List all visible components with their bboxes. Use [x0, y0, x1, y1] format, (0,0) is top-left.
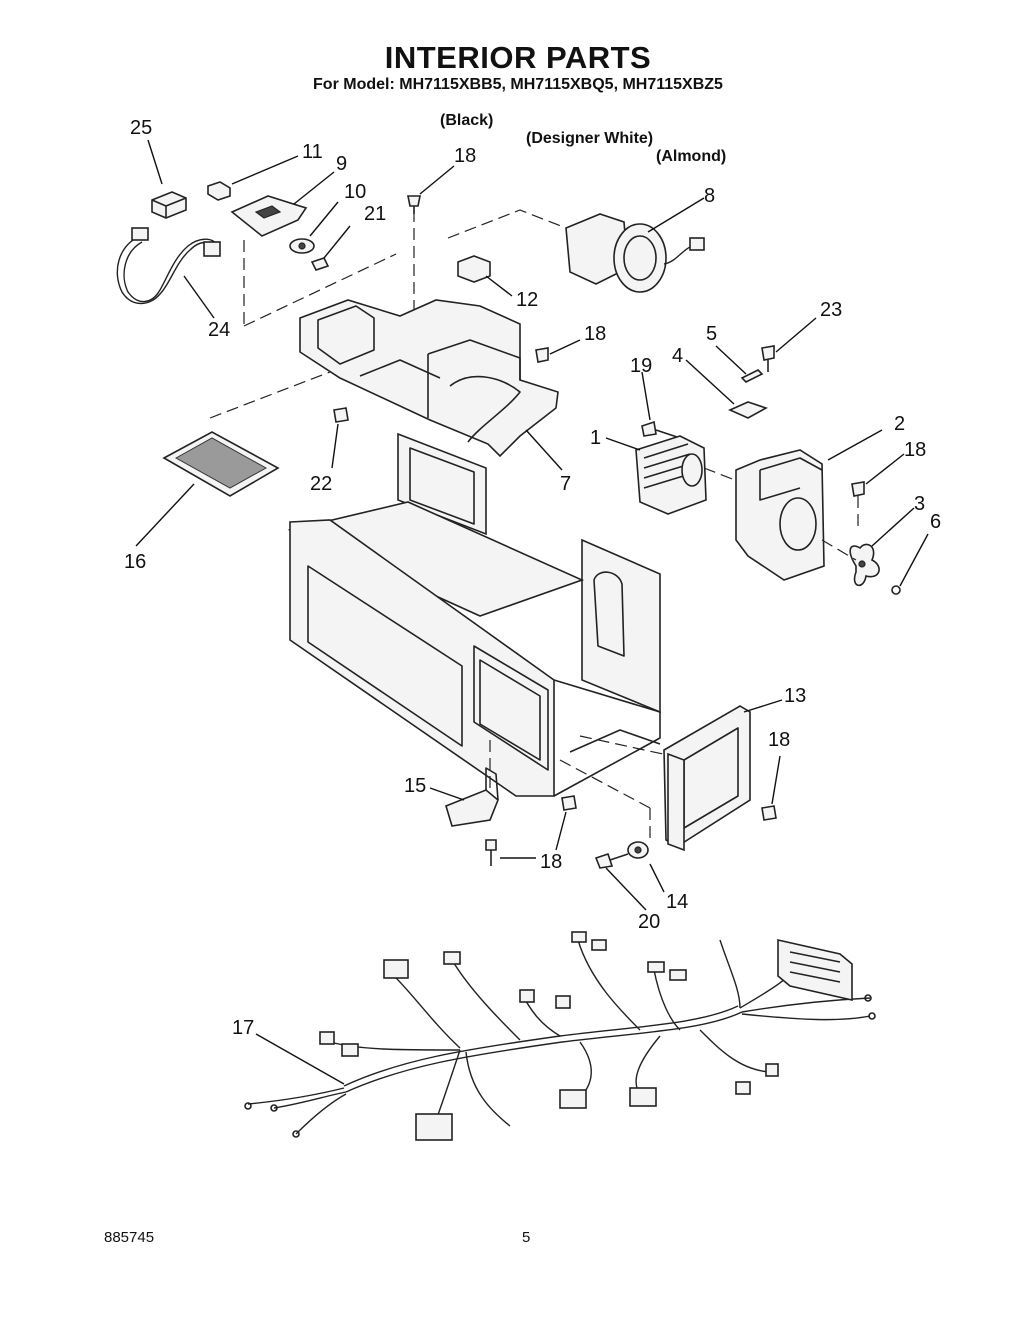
part-blower-motor-8	[565, 213, 705, 293]
assembly-line	[447, 209, 567, 239]
part-connector-25	[151, 191, 187, 219]
page-number: 5	[522, 1229, 531, 1246]
part-screw-18-bottom	[485, 839, 497, 866]
callout-15: 15	[404, 775, 426, 797]
part-wiring-harness-17	[244, 931, 876, 1141]
part-screw-19	[641, 420, 681, 439]
callout-18-mid: 18	[584, 323, 606, 345]
callout-4: 4	[672, 345, 683, 367]
callout-17: 17	[232, 1017, 254, 1039]
callout-14: 14	[666, 891, 688, 913]
callout-7: 7	[560, 473, 571, 495]
part-screw-18-center	[561, 795, 577, 811]
callout-21: 21	[364, 203, 386, 225]
part-screw-18-door	[761, 805, 777, 821]
document-number: 885745	[104, 1229, 155, 1246]
callout-20: 20	[638, 911, 660, 933]
part-door-frame-13	[663, 705, 751, 852]
part-bracket-9	[230, 195, 308, 237]
part-latch-15	[445, 767, 499, 827]
page-title: INTERIOR PARTS	[384, 40, 652, 75]
part-screw-21	[310, 257, 330, 271]
part-screw-20	[594, 852, 629, 869]
callout-10: 10	[344, 181, 366, 203]
callout-18-fan: 18	[904, 439, 926, 461]
assembly-line	[559, 735, 673, 840]
part-fuse-5	[740, 369, 764, 383]
part-connector-12	[457, 255, 491, 283]
part-fan-housing-2	[735, 449, 825, 581]
part-oven-cavity	[287, 432, 661, 797]
model-list: For Model: MH7115XBB5, MH7115XBQ5, MH711…	[313, 76, 723, 93]
part-screw-23	[761, 345, 775, 372]
callout-18-bottom: 18	[540, 851, 562, 873]
part-fuse-holder-4	[728, 401, 768, 419]
assembly-line	[209, 371, 331, 419]
part-screw-22	[333, 407, 349, 423]
callout-16: 16	[124, 551, 146, 573]
callout-22: 22	[310, 473, 332, 495]
part-fan-blade-3	[849, 543, 880, 587]
color-variants: (Black) (Designer White) (Almond)	[440, 94, 726, 166]
part-switch-11	[207, 181, 231, 201]
callout-labels: 25 11 9 10 21 24 18 8 12 18 23 5 19 4 1 …	[124, 117, 941, 1039]
part-screw-18-mid	[535, 347, 549, 363]
part-screw-18-fan	[851, 481, 865, 526]
callout-24: 24	[208, 319, 230, 341]
callout-18-door: 18	[768, 729, 790, 751]
callout-5: 5	[706, 323, 717, 345]
callout-9: 9	[336, 153, 347, 175]
variant-designer-white: (Designer White)	[526, 130, 654, 147]
part-screw-18-top	[407, 195, 421, 214]
part-bushing-14	[627, 841, 649, 859]
callout-25: 25	[130, 117, 152, 139]
callout-12: 12	[516, 289, 538, 311]
callout-23: 23	[820, 299, 842, 321]
assembly-line	[703, 467, 741, 483]
part-thermal-10	[289, 238, 315, 254]
callout-18-top: 18	[454, 145, 476, 167]
callout-2: 2	[894, 413, 905, 435]
callout-11: 11	[302, 141, 323, 163]
assembly-line	[821, 539, 857, 561]
part-harness-24	[116, 227, 221, 305]
callout-3: 3	[914, 493, 925, 515]
part-clip-6	[891, 585, 901, 595]
callout-8: 8	[704, 185, 715, 207]
callout-1: 1	[590, 427, 601, 449]
variant-almond: (Almond)	[656, 148, 727, 165]
assembly-line	[243, 253, 397, 327]
callout-6: 6	[930, 511, 941, 533]
part-magnetron-1	[635, 435, 707, 515]
part-air-duct-7	[299, 299, 559, 458]
callout-19: 19	[630, 355, 652, 377]
callout-13: 13	[784, 685, 806, 707]
leader-lines	[135, 139, 929, 1085]
part-grease-filter-16	[162, 431, 280, 497]
variant-black: (Black)	[440, 112, 494, 129]
